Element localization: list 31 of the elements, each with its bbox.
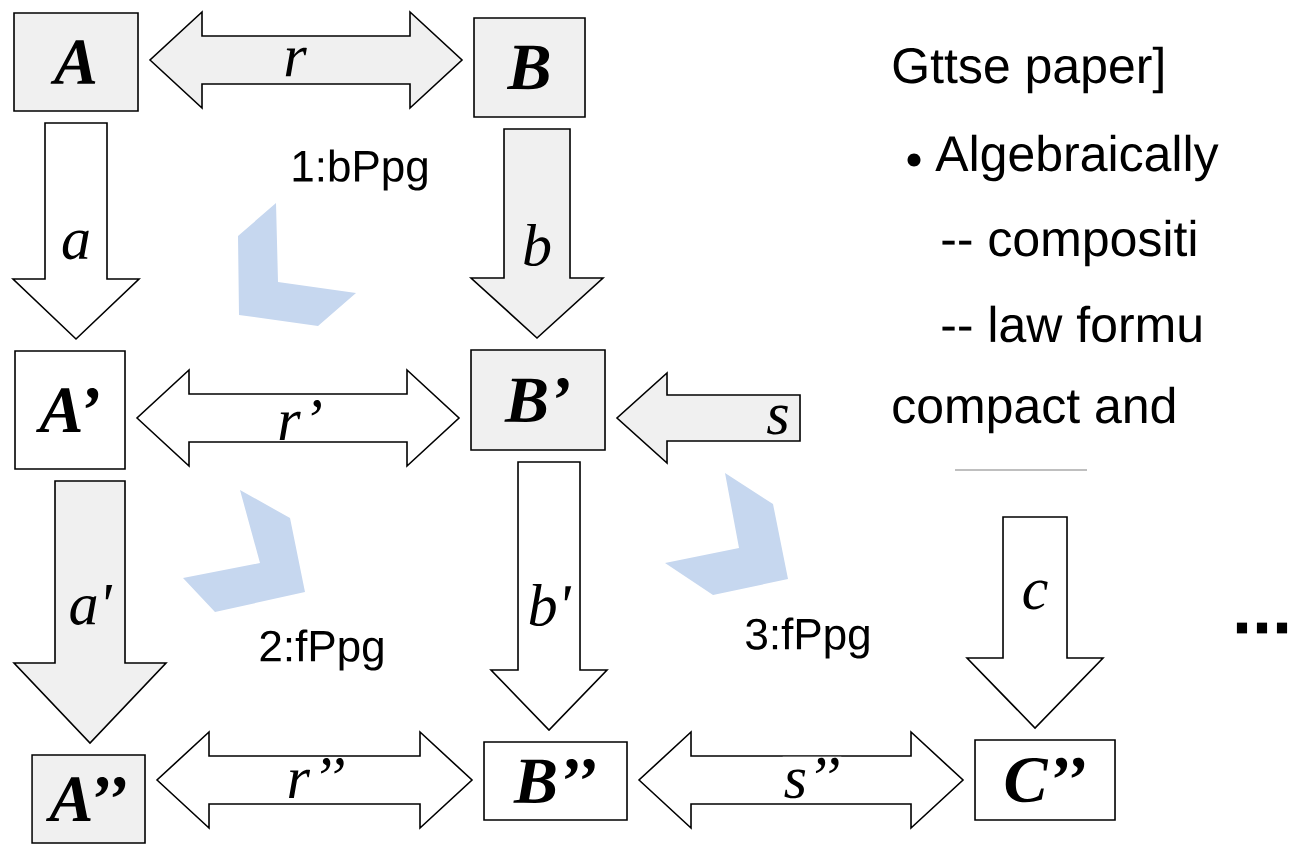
slide-text: Algebraically bbox=[935, 134, 1219, 182]
step-label: 3:fPpg bbox=[746, 617, 869, 659]
slide-text: -- compositi bbox=[942, 219, 1196, 267]
edge-label: a bbox=[60, 229, 92, 261]
block-arrow bbox=[489, 461, 609, 732]
edge-label: r bbox=[282, 46, 308, 78]
edge-label: r’’ bbox=[285, 757, 347, 799]
letter-box: C’’ bbox=[974, 739, 1116, 821]
block-arrow bbox=[468, 128, 606, 340]
slide-text: compact and bbox=[893, 386, 1175, 434]
step-label: 1:bPpg bbox=[293, 149, 427, 191]
letter-box: B bbox=[473, 17, 586, 118]
ellipsis: ... bbox=[1236, 622, 1288, 634]
letter-box: A’ bbox=[14, 350, 126, 470]
letter-box: A bbox=[13, 12, 139, 112]
edge-label: r’ bbox=[276, 399, 324, 441]
step-label: 2:fPpg bbox=[260, 629, 383, 671]
letter-box: B’ bbox=[470, 349, 606, 451]
block-arrow bbox=[965, 516, 1105, 730]
block-arrow bbox=[12, 480, 168, 745]
letter-box: B’’ bbox=[483, 741, 628, 821]
edge-label: b' bbox=[526, 582, 572, 628]
slide-text: -- law formu bbox=[942, 305, 1201, 343]
slide-text: Gttse paper] bbox=[893, 46, 1163, 94]
edge-label: s’’ bbox=[782, 756, 842, 800]
edge-label: b bbox=[521, 222, 553, 268]
block-arrow bbox=[11, 122, 141, 341]
letter-box: A’’ bbox=[31, 754, 146, 844]
edge-label: a' bbox=[67, 584, 113, 626]
block-arrow bbox=[615, 371, 801, 465]
edge-label: s bbox=[765, 404, 791, 436]
